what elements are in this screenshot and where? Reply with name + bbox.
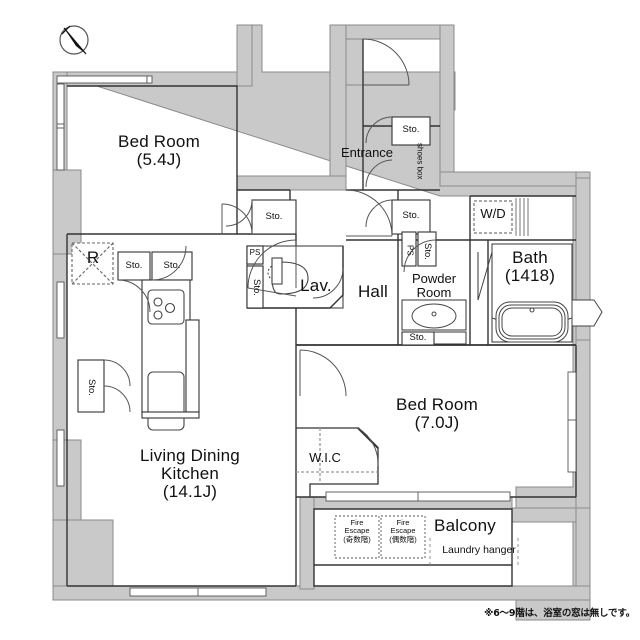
interior-partitions	[66, 39, 577, 587]
north-arrow-icon	[59, 25, 89, 55]
windows	[56, 75, 577, 597]
bath-fixtures	[477, 243, 603, 343]
storage-boxes	[77, 116, 437, 413]
wic-outline	[296, 427, 379, 497]
kitchen-fixtures	[71, 242, 200, 431]
door-swings	[103, 38, 437, 467]
balcony-items	[334, 515, 519, 568]
